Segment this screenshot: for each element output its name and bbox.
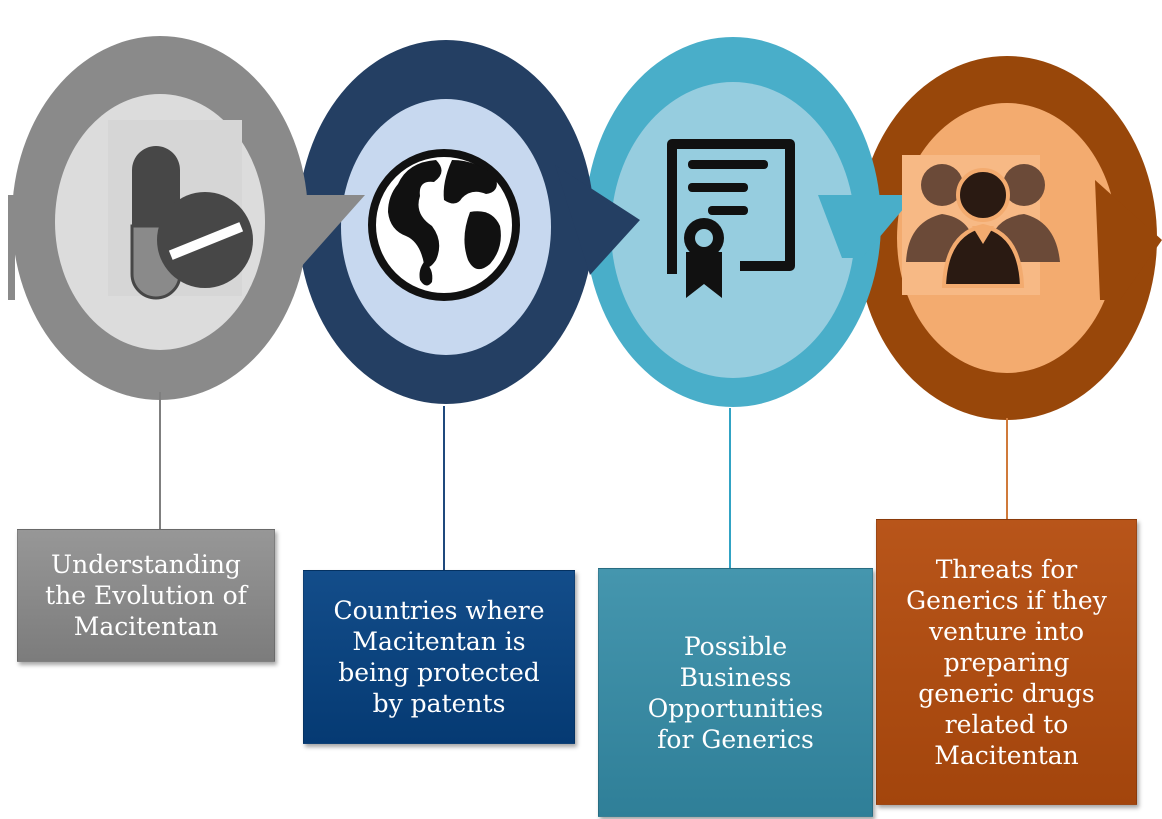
step-4-label-line: Threats for (935, 554, 1078, 584)
step-3-label-line: Possible (683, 631, 788, 661)
step-1-label-line: Understanding (51, 550, 241, 579)
globe-icon (368, 149, 520, 301)
step-2-label-line: Macitentan is (352, 627, 526, 656)
step-3-label-line: Opportunities (647, 693, 824, 723)
step-3-label-line: Business (679, 662, 792, 692)
step-4-label-line: Macitentan (934, 740, 1079, 770)
step-2-label-line: being protected (338, 658, 540, 687)
step-2-label-line: by patents (372, 689, 506, 718)
step-4-label-line: Generics if they (906, 585, 1107, 615)
step-2-label-line: Countries where (333, 596, 545, 625)
step-1-label-line: the Evolution of (45, 581, 247, 610)
step-4-label-line: generic drugs (918, 678, 1095, 708)
step-4-label-line: related to (944, 709, 1069, 739)
step-4-label-box: Threats for Generics if they venture int… (876, 519, 1137, 805)
certificate-icon (667, 139, 795, 298)
step-4-label-line: preparing (943, 647, 1070, 677)
step-3-label-line: for Generics (657, 724, 814, 754)
step-1-label-line: Macitentan (73, 612, 219, 641)
pill-icon (108, 120, 253, 300)
step-2-label-box: Countries where Macitentan is being prot… (303, 570, 575, 744)
people-group-icon (902, 155, 1060, 295)
step-3-label-box: Possible Business Opportunities for Gene… (598, 568, 873, 817)
step-4-label-line: venture into (928, 616, 1085, 646)
step-1-label-box: Understanding the Evolution of Macitenta… (17, 529, 275, 662)
